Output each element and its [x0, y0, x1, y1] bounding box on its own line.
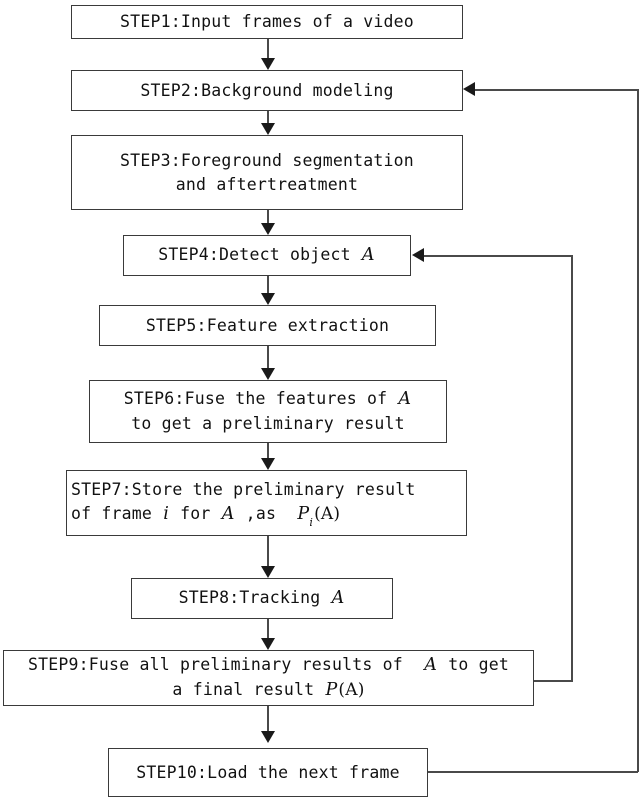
node-step9[interactable]: STEP9:Fuse all preliminary results of A …: [3, 650, 534, 706]
node-step7-frame-index-var: i: [163, 503, 170, 524]
node-step3-label: STEP3:Foreground segmentation and aftertr…: [72, 149, 462, 196]
node-step9-result-arg: (A): [338, 680, 365, 700]
node-step9-line1-post: to get: [438, 655, 509, 675]
arrowhead-loop-inner: [412, 248, 424, 262]
node-step7-object-var: A: [221, 503, 235, 524]
node-step4-text: STEP4:Detect object: [158, 245, 361, 265]
node-step7[interactable]: STEP7:Store the preliminary result of fra…: [66, 470, 467, 536]
node-step9-object-var: A: [424, 655, 438, 676]
connector-step1-step2: [267, 39, 269, 60]
connector-step3-step4: [267, 210, 269, 225]
node-step6-line2: to get a preliminary result: [131, 414, 405, 434]
node-step6-object-var: A: [398, 389, 412, 410]
node-step4-object-var: A: [361, 245, 375, 266]
node-step7-line2-b: for: [170, 503, 221, 523]
node-step2-label: STEP2:Background modeling: [140, 80, 394, 100]
node-step4-label: STEP4:Detect object A: [124, 243, 410, 268]
connector-loop-inner-vertical: [571, 255, 573, 681]
connector-loop-outer-bottom: [427, 771, 638, 773]
arrowhead-step5-step6: [261, 368, 275, 380]
node-step7-label: STEP7:Store the preliminary result of fra…: [71, 478, 466, 530]
arrowhead-step1-step2: [261, 58, 275, 70]
node-step7-result-arg: (A): [314, 503, 341, 524]
node-step9-label: STEP9:Fuse all preliminary results of A …: [4, 653, 533, 703]
node-step7-line2-c: ,as: [235, 503, 297, 523]
node-step5[interactable]: STEP5:Feature extraction: [99, 305, 436, 346]
node-step7-result-var: P: [297, 503, 310, 524]
arrowhead-step4-step5: [261, 293, 275, 305]
node-step10[interactable]: STEP10:Load the next frame: [108, 748, 428, 797]
arrowhead-step9-step10: [261, 731, 275, 743]
arrowhead-loop-outer: [463, 82, 475, 96]
node-step9-result-var: P: [325, 680, 338, 700]
node-step2[interactable]: STEP2:Background modeling: [71, 70, 463, 111]
connector-step4-step5: [267, 276, 269, 294]
node-step7-result-subscript: i: [309, 516, 314, 530]
arrowhead-step3-step4: [261, 223, 275, 235]
connector-step5-step6: [267, 346, 269, 368]
node-step5-label: STEP5:Feature extraction: [145, 315, 390, 335]
node-step7-line2-a: of frame: [71, 503, 163, 523]
node-step6-line1-text: STEP6:Fuse the features of: [123, 389, 398, 409]
arrowhead-step8-step9: [261, 638, 275, 650]
connector-loop-inner-bottom: [533, 680, 573, 682]
node-step3-line2: and aftertreatment: [175, 174, 359, 194]
connector-loop-outer-top: [475, 89, 638, 91]
connector-step8-step9: [267, 619, 269, 639]
node-step7-line1: STEP7:Store the preliminary result: [71, 480, 416, 500]
connector-step9-step10: [267, 706, 269, 732]
connector-loop-outer-vertical: [637, 89, 639, 772]
connector-step2-step3: [267, 111, 269, 125]
connector-loop-inner-top: [424, 255, 572, 257]
connector-step6-step7: [267, 443, 269, 459]
node-step3-line1: STEP3:Foreground segmentation: [120, 151, 414, 171]
node-step8-object-var: A: [331, 588, 345, 609]
arrowhead-step2-step3: [261, 123, 275, 135]
node-step1[interactable]: STEP1:Input frames of a video: [71, 5, 463, 39]
node-step9-line1-pre: STEP9:Fuse all preliminary results of: [27, 655, 424, 675]
arrowhead-step7-step8: [261, 566, 275, 578]
connector-step7-step8: [267, 536, 269, 567]
node-step4[interactable]: STEP4:Detect object A: [123, 235, 411, 276]
node-step8-text: STEP8:Tracking: [178, 588, 331, 608]
node-step8[interactable]: STEP8:Tracking A: [131, 578, 393, 619]
node-step10-label: STEP10:Load the next frame: [136, 762, 400, 782]
node-step1-label: STEP1:Input frames of a video: [120, 12, 414, 32]
node-step3[interactable]: STEP3:Foreground segmentation and aftertr…: [71, 135, 463, 210]
node-step8-label: STEP8:Tracking A: [132, 586, 392, 611]
arrowhead-step6-step7: [261, 458, 275, 470]
node-step9-line2-a: a final result: [172, 680, 325, 699]
